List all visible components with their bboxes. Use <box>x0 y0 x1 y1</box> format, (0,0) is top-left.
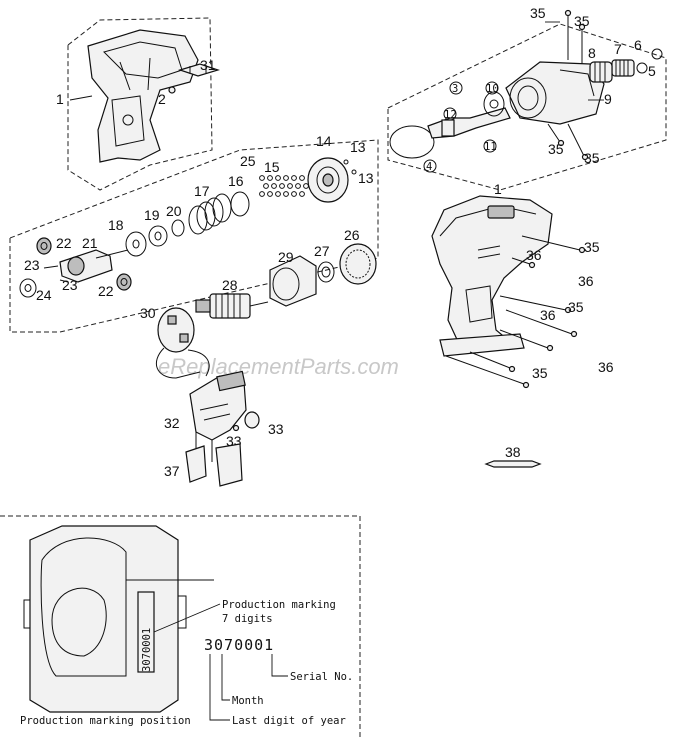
screw-part-2 <box>168 86 176 94</box>
washer-part-6 <box>636 62 648 74</box>
brush-holder-part-30 <box>155 307 210 379</box>
callout-3: 3 <box>452 83 458 95</box>
bearing-part-27 <box>317 261 335 283</box>
callout-8: 8 <box>588 45 596 61</box>
steel-balls-part-15 <box>259 175 309 197</box>
callout-35: 35 <box>530 5 546 21</box>
callout-6: 6 <box>634 37 642 53</box>
callout-24: 24 <box>36 287 52 303</box>
production-position-label: Production marking position <box>20 715 191 727</box>
callout-11: 11 <box>484 141 497 153</box>
callout-28: 28 <box>222 277 238 293</box>
washer-part-24 <box>19 278 37 298</box>
callout-35: 35 <box>568 299 584 315</box>
callout-21: 21 <box>82 235 98 251</box>
internal-gear-part-26 <box>339 243 377 285</box>
housing-stamp-text: 3070001 <box>141 628 153 672</box>
callout-13: 13 <box>350 139 366 155</box>
hammer-case-part-9 <box>505 61 605 125</box>
callout-4: 4 <box>426 161 432 173</box>
callout-29: 29 <box>278 249 294 265</box>
serial-number-label: Serial No. <box>290 671 353 683</box>
callout-35: 35 <box>532 365 548 381</box>
callout-35: 35 <box>574 13 590 29</box>
callout-14: 14 <box>316 133 332 149</box>
production-code: 3070001 <box>204 636 274 654</box>
callout-38: 38 <box>505 444 521 460</box>
month-label: Month <box>232 695 264 707</box>
battery-terminal-part-37 <box>185 443 243 487</box>
spring-part-7 <box>611 59 635 77</box>
callout-19: 19 <box>144 207 160 223</box>
callout-27: 27 <box>314 243 330 259</box>
spindle-carrier-part-21 <box>59 249 129 283</box>
callout-15: 15 <box>264 159 280 175</box>
spindle-part-12 <box>427 107 511 139</box>
callout-20: 20 <box>166 203 182 219</box>
callout-22: 22 <box>98 283 114 299</box>
armature-part-28 <box>195 293 269 319</box>
watermark: eReplacementParts.com <box>158 354 399 379</box>
callout-16: 16 <box>228 173 244 189</box>
callout-36: 36 <box>578 273 594 289</box>
production-marking-label: Production marking <box>222 599 336 611</box>
callout-13: 13 <box>358 170 374 186</box>
driver-bit-part-38 <box>484 460 542 468</box>
lamp-part-33 <box>232 411 260 432</box>
callout-35: 35 <box>584 150 600 166</box>
callout-31: 31 <box>200 57 216 73</box>
ring-part-5 <box>651 48 663 60</box>
callout-7: 7 <box>614 41 622 57</box>
callout-9: 9 <box>604 91 612 107</box>
callout-23: 23 <box>24 257 40 273</box>
spring-part-17 <box>188 193 232 235</box>
callout-18: 18 <box>108 217 124 233</box>
callout-25: 25 <box>240 153 256 169</box>
callout-23: 23 <box>62 277 78 293</box>
motor-case-part-29 <box>269 255 317 307</box>
callout-12: 12 <box>444 109 457 121</box>
year-label: Last digit of year <box>232 715 346 727</box>
sleeve-part-8 <box>589 61 613 83</box>
callout-1: 1 <box>494 181 502 197</box>
planet-gear-part-22 <box>116 273 132 291</box>
callout-35: 35 <box>584 239 600 255</box>
switch-part-32 <box>189 370 247 462</box>
callout-36: 36 <box>540 307 556 323</box>
hammer-part-14 <box>307 157 349 203</box>
o-ring-part-4 <box>389 125 435 159</box>
housing-part-1 <box>431 195 553 357</box>
washer-part-10 <box>483 91 505 117</box>
washer-part-16 <box>230 191 250 217</box>
planet-gear-part-22 <box>36 237 52 255</box>
callout-33: 33 <box>268 421 284 437</box>
callout-1: 1 <box>56 91 64 107</box>
production-panel-border <box>0 515 361 740</box>
housing-bottom-view <box>23 525 214 713</box>
ring-part-20 <box>171 219 185 237</box>
callout-35: 35 <box>548 141 564 157</box>
callout-36: 36 <box>598 359 614 375</box>
pin-part-23 <box>43 265 59 269</box>
callout-2: 2 <box>158 91 166 107</box>
callout-30: 30 <box>140 305 156 321</box>
pin-part-31 <box>178 63 220 77</box>
callout-37: 37 <box>164 463 180 479</box>
housing-half-part-1 <box>67 17 213 191</box>
callout-5: 5 <box>648 63 656 79</box>
callout-17: 17 <box>194 183 210 199</box>
production-marking-digits: 7 digits <box>222 613 273 625</box>
callout-22: 22 <box>56 235 72 251</box>
callout-36: 36 <box>526 247 542 263</box>
washer-part-18 <box>125 231 147 257</box>
callout-32: 32 <box>164 415 180 431</box>
callout-26: 26 <box>344 227 360 243</box>
callout-10: 10 <box>486 83 499 95</box>
washer-part-19 <box>148 225 168 247</box>
